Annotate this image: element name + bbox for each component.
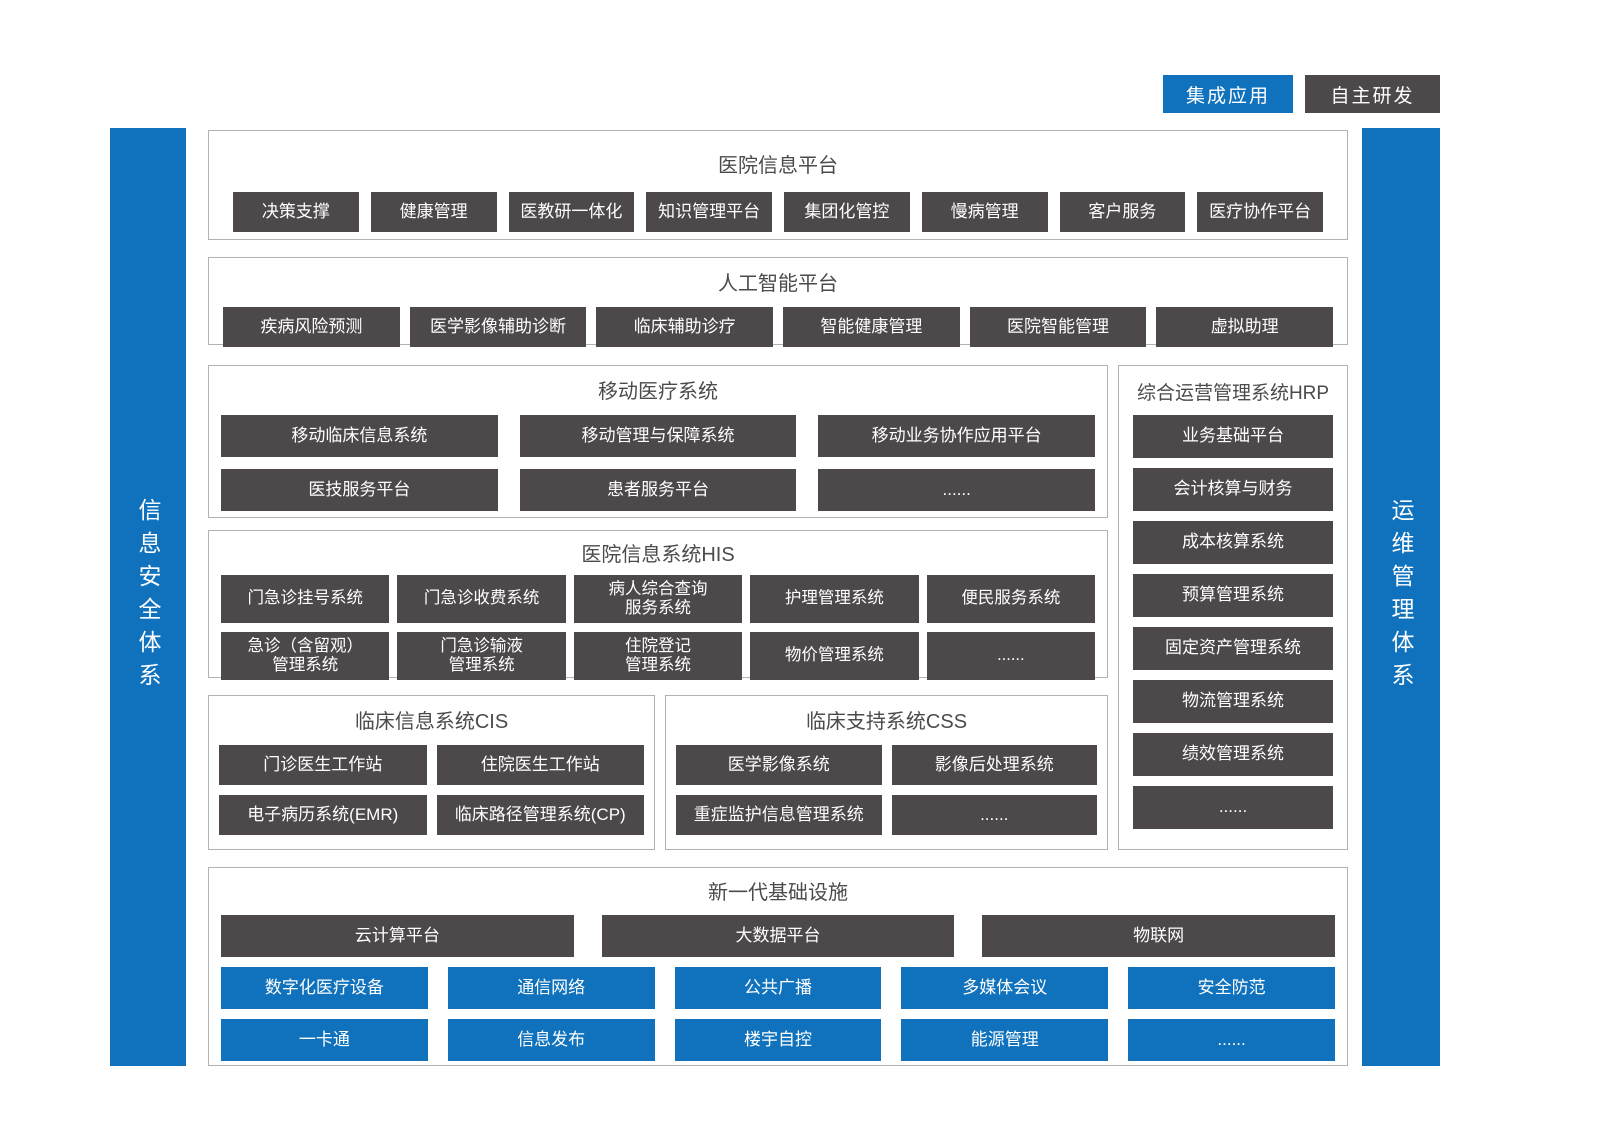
section-title-mobile-medical: 移动医疗系统 <box>598 381 718 403</box>
system-box-clinical-assisted-treatment: 临床辅助诊疗 <box>596 307 774 347</box>
section-title-hrp: 综合运营管理系统HRP <box>1136 383 1330 404</box>
system-box-business-base-platform: 业务基础平台 <box>1133 415 1333 458</box>
system-box-budget-management: 预算管理系统 <box>1133 574 1333 617</box>
info-security-bar: 信息安全体系 <box>110 128 186 1066</box>
section-title-hospital-info-platform: 医院信息平台 <box>718 155 838 177</box>
system-box-ellipsis: ...... <box>1133 786 1333 829</box>
system-box-ellipsis: ...... <box>818 469 1096 511</box>
system-box-energy-management: 能源管理 <box>901 1019 1109 1061</box>
system-box-smart-health-management: 智能健康管理 <box>783 307 960 347</box>
section-title-css: 临床支持系统CSS <box>805 711 968 733</box>
system-box-convenience-service: 便民服务系统 <box>926 575 1096 623</box>
system-box-emergency-observation: 急诊（含留观） 管理系统 <box>221 632 390 680</box>
system-box-emr: 电子病历系统(EMR) <box>219 795 427 835</box>
system-box-virtual-assistant: 虚拟助理 <box>1156 307 1334 347</box>
section-css: 临床支持系统CSS 医学影像系统 影像后处理系统 重症监护信息管理系统 ....… <box>665 695 1108 850</box>
system-box-iot: 物联网 <box>982 915 1336 957</box>
system-box-outpatient-billing: 门急诊收费系统 <box>397 575 566 623</box>
system-box-knowledge-management: 知识管理平台 <box>646 192 772 232</box>
system-box-performance-management: 绩效管理系统 <box>1133 733 1333 776</box>
section-title-his: 医院信息系统HIS <box>581 544 735 566</box>
system-box-infusion-management: 门急诊输液 管理系统 <box>397 632 566 680</box>
system-box-medical-education-research: 医教研一体化 <box>508 192 635 232</box>
system-box-chronic-disease: 慢病管理 <box>921 192 1048 232</box>
system-box-mobile-business-collab: 移动业务协作应用平台 <box>818 415 1096 457</box>
system-box-medtech-service-platform: 医技服务平台 <box>221 469 498 511</box>
section-infrastructure: 新一代基础设施 云计算平台 大数据平台 物联网 数字化医疗设备 通信网络 公共广… <box>208 867 1348 1066</box>
system-box-info-publishing: 信息发布 <box>447 1019 655 1061</box>
section-mobile-medical: 移动医疗系统 移动临床信息系统 移动管理与保障系统 移动业务协作应用平台 医技服… <box>208 365 1108 518</box>
system-box-medical-collaboration: 医疗协作平台 <box>1197 192 1323 232</box>
system-box-inpatient-doctor-station: 住院医生工作站 <box>436 745 644 785</box>
system-box-disease-risk-prediction: 疾病风险预测 <box>223 307 400 347</box>
system-box-mobile-management-support: 移动管理与保障系统 <box>519 415 797 457</box>
section-title-ai-platform: 人工智能平台 <box>718 273 838 295</box>
section-title-cis: 临床信息系统CIS <box>354 711 509 733</box>
system-box-multimedia-conference: 多媒体会议 <box>901 967 1109 1009</box>
ops-management-bar: 运维管理体系 <box>1362 128 1440 1066</box>
system-box-public-broadcast: 公共广播 <box>674 967 882 1009</box>
system-box-communication-network: 通信网络 <box>447 967 655 1009</box>
system-box-smart-hospital-management: 医院智能管理 <box>969 307 1147 347</box>
section-hrp: 综合运营管理系统HRP 业务基础平台 会计核算与财务 成本核算系统 预算管理系统… <box>1118 365 1348 850</box>
section-title-infrastructure: 新一代基础设施 <box>708 882 848 904</box>
system-box-fixed-assets: 固定资产管理系统 <box>1133 627 1333 670</box>
system-box-medical-imaging: 医学影像系统 <box>676 745 882 785</box>
system-box-big-data: 大数据平台 <box>601 915 955 957</box>
system-box-customer-service: 客户服务 <box>1059 192 1186 232</box>
system-box-ellipsis: ...... <box>926 632 1096 680</box>
legend-self-developed: 自主研发 <box>1305 75 1440 113</box>
system-box-inpatient-registration: 住院登记 管理系统 <box>573 632 743 680</box>
legend-integrated-app: 集成应用 <box>1163 75 1293 113</box>
section-ai-platform: 人工智能平台 疾病风险预测 医学影像辅助诊断 临床辅助诊疗 智能健康管理 医院智… <box>208 257 1348 347</box>
system-box-ellipsis: ...... <box>891 795 1097 835</box>
system-box-health-management: 健康管理 <box>370 192 497 232</box>
system-box-accounting-finance: 会计核算与财务 <box>1133 468 1333 511</box>
system-box-group-control: 集团化管控 <box>784 192 910 232</box>
system-box-security-protection: 安全防范 <box>1128 967 1335 1009</box>
system-box-outpatient-registration: 门急诊挂号系统 <box>221 575 390 623</box>
system-box-patient-service-platform: 患者服务平台 <box>519 469 797 511</box>
info-security-bar-label: 信息安全体系 <box>135 498 161 696</box>
system-box-digital-medical-equipment: 数字化医疗设备 <box>221 967 428 1009</box>
system-box-ellipsis: ...... <box>1128 1019 1335 1061</box>
section-cis: 临床信息系统CIS 门诊医生工作站 住院医生工作站 电子病历系统(EMR) 临床… <box>208 695 655 850</box>
system-box-nursing-management: 护理管理系统 <box>750 575 919 623</box>
system-box-icu-info-management: 重症监护信息管理系统 <box>676 795 882 835</box>
system-box-patient-query-service: 病人综合查询 服务系统 <box>573 575 743 623</box>
section-his: 医院信息系统HIS 门急诊挂号系统 门急诊收费系统 病人综合查询 服务系统 护理… <box>208 530 1108 680</box>
system-box-image-postprocessing: 影像后处理系统 <box>891 745 1097 785</box>
system-box-imaging-assisted-diagnosis: 医学影像辅助诊断 <box>409 307 587 347</box>
system-box-outpatient-doctor-station: 门诊医生工作站 <box>219 745 427 785</box>
system-box-one-card: 一卡通 <box>221 1019 428 1061</box>
section-hospital-info-platform: 医院信息平台 决策支撑 健康管理 医教研一体化 知识管理平台 集团化管控 慢病管… <box>208 130 1348 240</box>
system-box-decision-support: 决策支撑 <box>233 192 359 232</box>
system-box-logistics-management: 物流管理系统 <box>1133 680 1333 723</box>
system-box-price-management: 物价管理系统 <box>750 632 919 680</box>
system-box-clinical-pathway: 临床路径管理系统(CP) <box>436 795 644 835</box>
system-box-cost-accounting: 成本核算系统 <box>1133 521 1333 564</box>
ops-management-bar-label: 运维管理体系 <box>1388 498 1414 696</box>
system-box-mobile-clinical-info: 移动临床信息系统 <box>221 415 498 457</box>
system-box-cloud-computing: 云计算平台 <box>221 915 574 957</box>
system-box-building-automation: 楼宇自控 <box>674 1019 882 1061</box>
